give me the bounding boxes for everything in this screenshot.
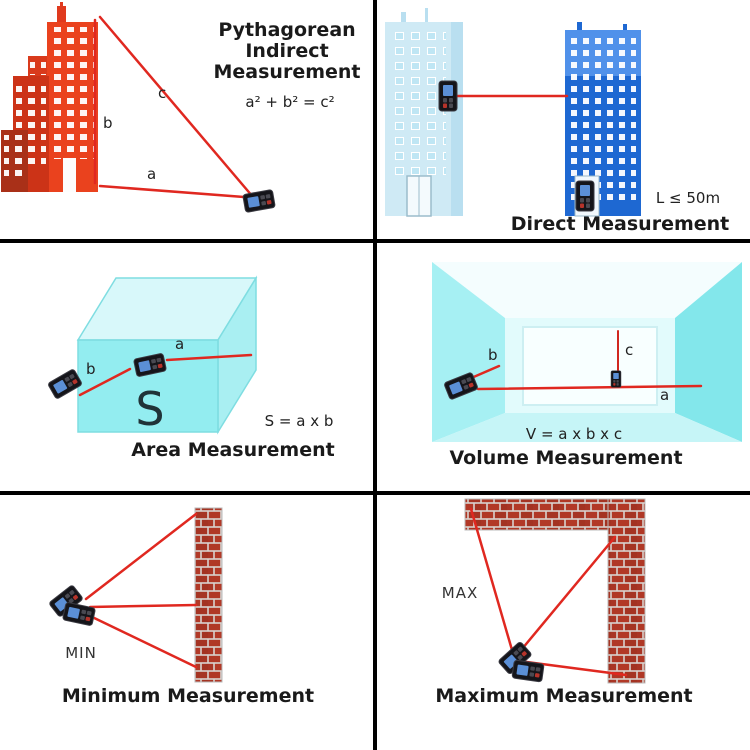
laser-device-icon bbox=[575, 180, 595, 212]
label-a: a bbox=[147, 165, 156, 183]
label-c: c bbox=[625, 341, 633, 359]
panel-title: Area Measurement bbox=[131, 439, 334, 461]
label-b: b bbox=[86, 360, 96, 378]
range-note: L ≤ 50m bbox=[656, 189, 720, 207]
panel-title: Minimum Measurement bbox=[62, 685, 314, 707]
volume-illustration: a b c V = a x b x c Volume Measurement bbox=[432, 262, 742, 469]
laser-line-a bbox=[165, 353, 253, 362]
pythagorean-illustration: c b a Pythagorean Indirect Measurement a… bbox=[1, 2, 361, 213]
mode-label: MIN bbox=[65, 644, 97, 662]
laser-device-icon bbox=[511, 659, 545, 683]
laser-device-icon bbox=[610, 370, 622, 388]
mode-label: MAX bbox=[442, 584, 478, 602]
label-b: b bbox=[103, 114, 113, 132]
light-blue-building bbox=[385, 8, 463, 217]
direct-illustration: L ≤ 50m Direct Measurement bbox=[385, 8, 730, 235]
dark-blue-building bbox=[565, 22, 641, 217]
panel-minimum: MIN Minimum Measurement bbox=[0, 495, 373, 750]
label-c: c bbox=[158, 84, 166, 102]
brick-wall bbox=[194, 507, 223, 683]
area-illustration: S a b S = a x b Area Measurement bbox=[47, 275, 335, 461]
volume-formula: V = a x b x c bbox=[526, 425, 622, 443]
panel-title-line2: Indirect bbox=[245, 40, 328, 62]
pythagorean-formula: a² + b² = c² bbox=[245, 93, 334, 111]
panel-title: Volume Measurement bbox=[449, 447, 682, 469]
laser-line-b bbox=[78, 367, 132, 397]
panel-area: S a b S = a x b Area Measurement bbox=[0, 243, 373, 491]
laser-device-icon bbox=[61, 601, 97, 627]
room-interior bbox=[432, 262, 742, 442]
area-formula: S = a x b bbox=[265, 412, 334, 430]
maximum-illustration: MAX Maximum Measurement bbox=[435, 498, 693, 707]
panel-title: Direct Measurement bbox=[511, 213, 730, 235]
panel-pythagorean: c b a Pythagorean Indirect Measurement a… bbox=[0, 0, 373, 239]
cyan-box bbox=[76, 275, 258, 435]
laser-device-icon bbox=[47, 368, 83, 400]
panel-title-line3: Measurement bbox=[214, 61, 361, 83]
brick-corner bbox=[464, 498, 646, 684]
label-b: b bbox=[488, 346, 498, 364]
panel-title: Maximum Measurement bbox=[435, 685, 692, 707]
laser-device-icon bbox=[242, 189, 276, 213]
surface-symbol: S bbox=[135, 382, 164, 436]
laser-fan bbox=[469, 507, 628, 677]
laser-device-icon bbox=[438, 80, 458, 112]
laser-triangle bbox=[93, 15, 255, 199]
red-buildings bbox=[1, 2, 98, 192]
panel-direct: L ≤ 50m Direct Measurement bbox=[377, 0, 750, 239]
label-a: a bbox=[660, 386, 669, 404]
panel-maximum: MAX Maximum Measurement bbox=[377, 495, 750, 750]
laser-fan bbox=[84, 512, 198, 669]
label-a: a bbox=[175, 335, 184, 353]
laser-line-a bbox=[476, 384, 703, 391]
panel-title-line1: Pythagorean bbox=[218, 19, 355, 41]
minimum-illustration: MIN Minimum Measurement bbox=[48, 507, 314, 707]
panel-volume: a b c V = a x b x c Volume Measurement bbox=[377, 243, 750, 491]
